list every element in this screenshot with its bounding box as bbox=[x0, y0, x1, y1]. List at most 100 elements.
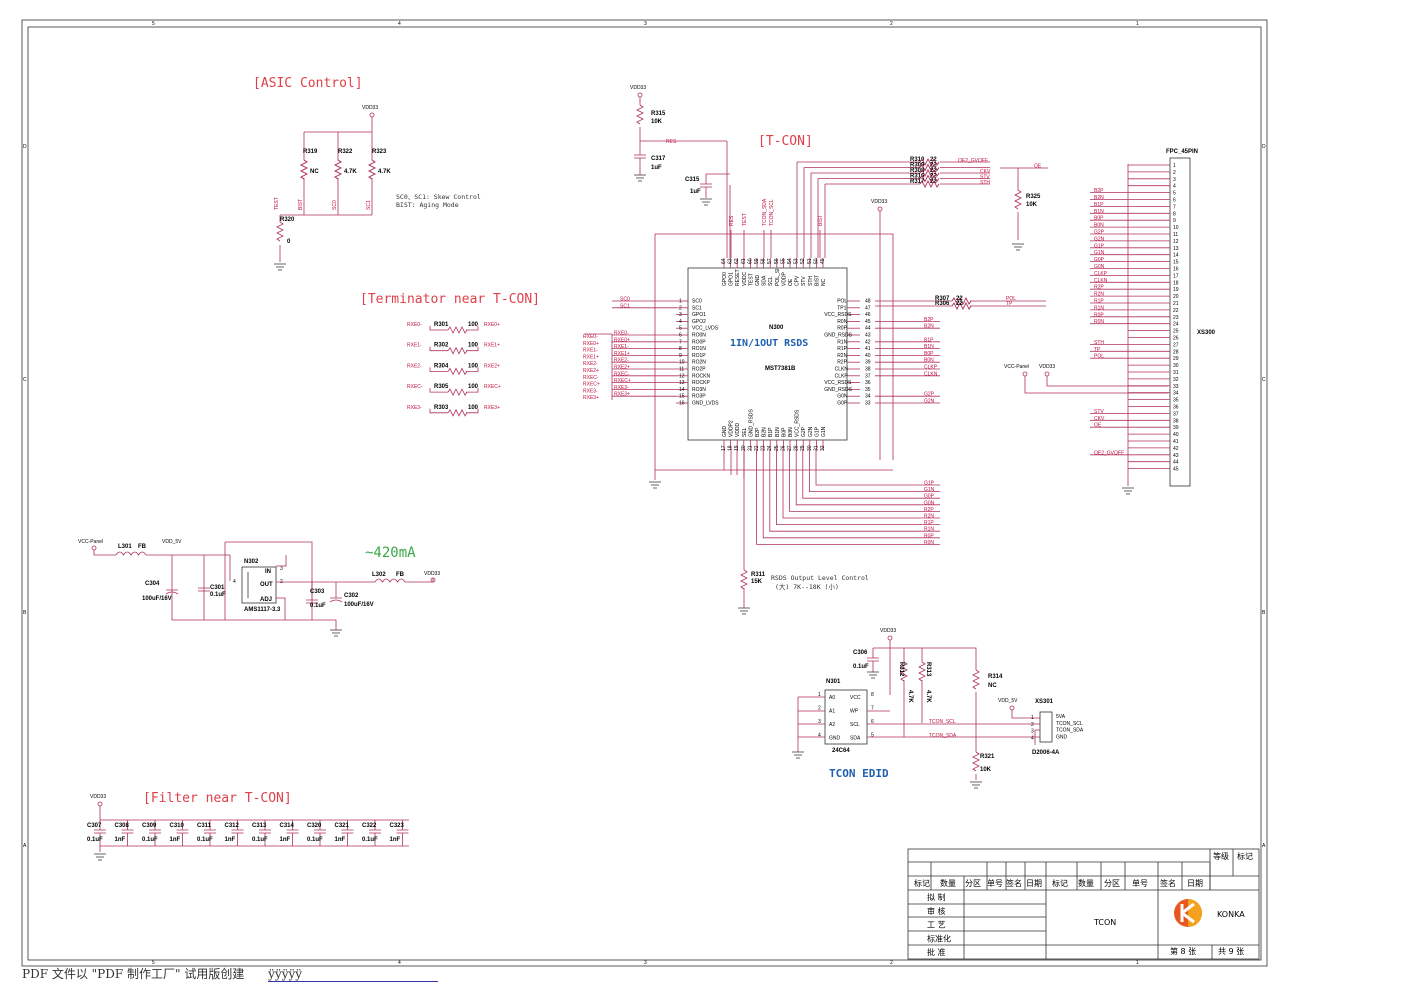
pin-name: SC0 bbox=[692, 299, 702, 305]
r312-val: 4.7K bbox=[907, 690, 913, 703]
pin-name: VDDD bbox=[735, 422, 741, 437]
c301-val: 0.1uF bbox=[210, 592, 226, 598]
filter-cap-ref: C312 bbox=[225, 823, 240, 829]
pin-name: G1N bbox=[821, 426, 827, 437]
tb-header: 标记 bbox=[1052, 878, 1068, 888]
pin-name: STV bbox=[801, 276, 807, 286]
left-net: RXE1- bbox=[614, 344, 629, 350]
filter-cap-val: 0.1uF bbox=[252, 837, 268, 843]
tb-header: 签名 bbox=[1006, 878, 1022, 888]
fpc-pin-num: 28 bbox=[1173, 349, 1179, 355]
pin-name: VCC_RSDS bbox=[795, 409, 801, 437]
fpc-pin-num: 7 bbox=[1173, 204, 1176, 210]
fpc-pin-num: 44 bbox=[1173, 460, 1179, 466]
c315-ref: C315 bbox=[685, 177, 700, 183]
term-val: 100 bbox=[468, 384, 479, 390]
eeprom-pin-num: 7 bbox=[871, 706, 874, 712]
pin-num: 61 bbox=[741, 258, 747, 264]
pin-name: GND_RSDS bbox=[824, 387, 852, 393]
edid-vdd33: VDD33 bbox=[880, 628, 896, 634]
border-col-5: 5 bbox=[152, 960, 155, 966]
term-net-a: RXE3- bbox=[407, 405, 422, 411]
pol-net: TP bbox=[1006, 301, 1013, 307]
fpc-net: OE bbox=[1094, 423, 1102, 429]
xs301-pin-name: TCON_SCL bbox=[1056, 721, 1083, 727]
asic-net-test: TEST bbox=[274, 197, 280, 210]
eeprom-pin-name: SCL bbox=[850, 722, 860, 728]
fpc-pin-num: 11 bbox=[1173, 232, 1178, 238]
skew-note: SC0、SC1: Skew Control bbox=[396, 193, 481, 201]
pin-name: ROCKN bbox=[692, 373, 710, 379]
right-net: CLKP bbox=[924, 365, 938, 371]
bottom-net: R2P bbox=[924, 507, 934, 513]
left-net: RXE1+ bbox=[614, 351, 630, 357]
pin-name: R0P bbox=[837, 326, 847, 332]
filter-cap-val: 1nF bbox=[280, 837, 291, 843]
pin-name: GND_RSDS bbox=[824, 333, 852, 339]
filter-cap-ref: C308 bbox=[115, 823, 130, 829]
fpc-net: B2P bbox=[1094, 188, 1104, 194]
filter-cap-ref: C307 bbox=[87, 823, 102, 829]
r312-ref: R312 bbox=[898, 662, 904, 677]
fpc-net: R0P bbox=[1094, 312, 1104, 318]
fpc-pin-num: 29 bbox=[1173, 356, 1179, 362]
pin-num: 41 bbox=[865, 346, 871, 352]
xs301-pin-num: 4 bbox=[1031, 735, 1034, 741]
filter-cap-ref: C310 bbox=[170, 823, 185, 829]
pin-name: GPO2 bbox=[692, 319, 706, 325]
xs301-pin-num: 3 bbox=[1031, 729, 1034, 735]
filter-cap-val: 0.1uF bbox=[87, 837, 103, 843]
xs301-pin-name: 5VA bbox=[1056, 714, 1066, 720]
fpc-pin-num: 33 bbox=[1173, 384, 1179, 390]
c302-ref: C302 bbox=[344, 593, 359, 599]
pin-name: RO3N bbox=[692, 387, 706, 393]
tb-header: 分区 bbox=[1104, 879, 1120, 888]
pin-num: 30 bbox=[807, 445, 813, 451]
pin-num: 1 bbox=[679, 299, 682, 305]
d2006-label: D2006-4A bbox=[1032, 750, 1060, 756]
tb-header: 数量 bbox=[940, 878, 956, 888]
pin-name: G2N bbox=[808, 426, 814, 437]
fpc-pin-num: 8 bbox=[1173, 211, 1176, 217]
pin-name: B0N bbox=[788, 427, 794, 437]
border-col-2: 2 bbox=[890, 960, 893, 966]
pin-name: RESET bbox=[735, 269, 741, 286]
term-val: 100 bbox=[468, 363, 479, 369]
edid-scl-net: TCON_SCL bbox=[929, 719, 956, 725]
border-row-D: D bbox=[1262, 144, 1266, 150]
bottom-net: R0N bbox=[924, 540, 934, 546]
pin-num: 45 bbox=[865, 319, 871, 325]
gate-res-ref: R310 bbox=[910, 157, 925, 163]
right-net: B1N bbox=[924, 344, 934, 350]
border-col-4: 4 bbox=[398, 960, 401, 966]
c302-val: 100uF/16V bbox=[344, 602, 374, 608]
pol-res-ref: R307 bbox=[935, 296, 950, 302]
pin-name: B2N bbox=[762, 427, 768, 437]
pin-num: 52 bbox=[800, 258, 806, 264]
fpc-pin-num: 12 bbox=[1173, 239, 1179, 245]
pin-num: 15 bbox=[679, 394, 685, 400]
fpc-pin-num: 6 bbox=[1173, 198, 1176, 204]
fpc-pin-num: 13 bbox=[1173, 246, 1179, 252]
pin-name: VCC_LVDS bbox=[692, 326, 719, 332]
tb-drawing-title: TCON bbox=[1093, 918, 1116, 927]
fpc-45pin-connector bbox=[1169, 157, 1191, 487]
r313-ref: R313 bbox=[925, 662, 931, 677]
fpc-label: FPC_45PIN bbox=[1166, 149, 1198, 155]
pin-name: GPO1 bbox=[692, 312, 706, 318]
pin-num: 47 bbox=[865, 305, 871, 311]
term-net-a: RXEC- bbox=[407, 384, 423, 390]
bottom-net: G0P bbox=[924, 494, 935, 500]
pin-name: RO0N bbox=[692, 333, 706, 339]
pin-num: 64 bbox=[721, 258, 727, 264]
pin-name: B1P bbox=[768, 427, 774, 437]
fpc-net: G0N bbox=[1094, 264, 1105, 270]
tb-header: 单号 bbox=[987, 878, 1003, 888]
asic-vdd33-label: VDD33 bbox=[362, 105, 378, 111]
tb-header: 标记 bbox=[914, 878, 930, 888]
pin-num: 7 bbox=[679, 339, 682, 345]
fpc-pin-num: 1 bbox=[1173, 163, 1176, 169]
